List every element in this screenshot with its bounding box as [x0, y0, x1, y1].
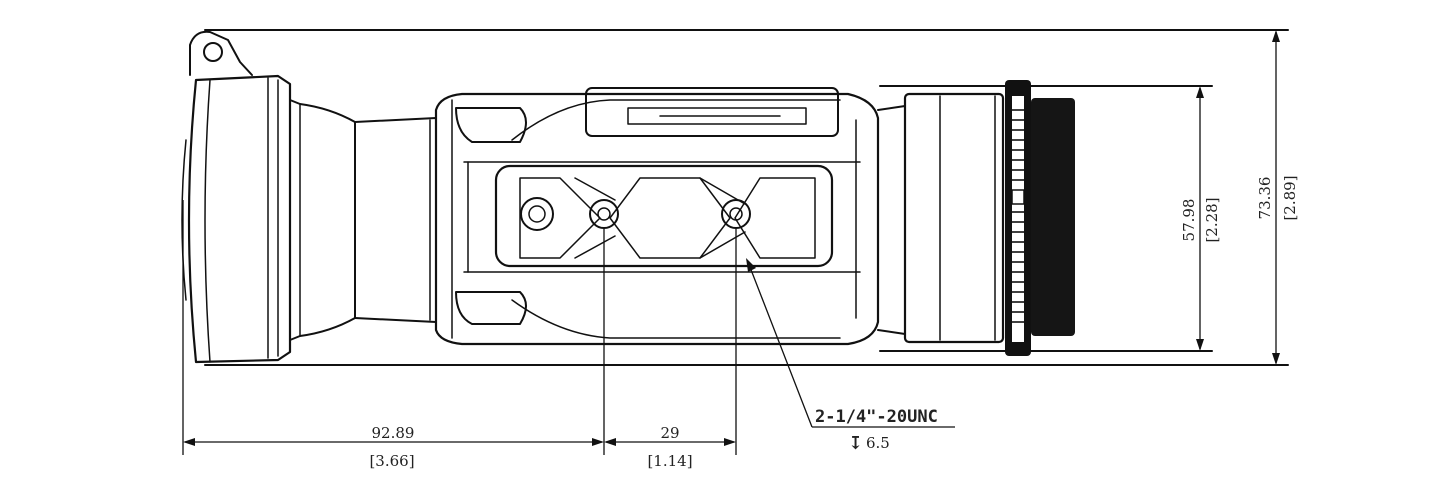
dim-overall-height-mm: 73.36 [1256, 177, 1274, 220]
thread-spec: 2-1/4"-20UNC [815, 407, 938, 427]
dim-body-height-in: [2.28] [1203, 197, 1221, 242]
depth-icon: ↧ [848, 433, 863, 454]
dim-front-to-mount-in: [3.66] [369, 452, 414, 470]
dimension-body-height: 57.98 [2.28] [1180, 86, 1221, 351]
thread-callout: 2-1/4"-20UNC ↧ 6.5 [746, 258, 955, 454]
dim-mount-spacing-in: [1.14] [647, 452, 692, 470]
thread-depth: 6.5 [866, 434, 890, 452]
dimension-horizontal: 92.89 [3.66] 29 [1.14] [182, 200, 737, 470]
dim-mount-spacing-mm: 29 [660, 424, 679, 442]
envelope-lines [204, 29, 1289, 366]
dim-front-to-mount-mm: 92.89 [372, 424, 415, 442]
lens-hood [1031, 98, 1075, 336]
device-outline [181, 30, 1075, 364]
dim-body-height-mm: 57.98 [1180, 199, 1198, 242]
dimension-overall-height: 73.36 [2.89] [1256, 30, 1299, 365]
dim-overall-height-in: [2.89] [1281, 175, 1299, 220]
